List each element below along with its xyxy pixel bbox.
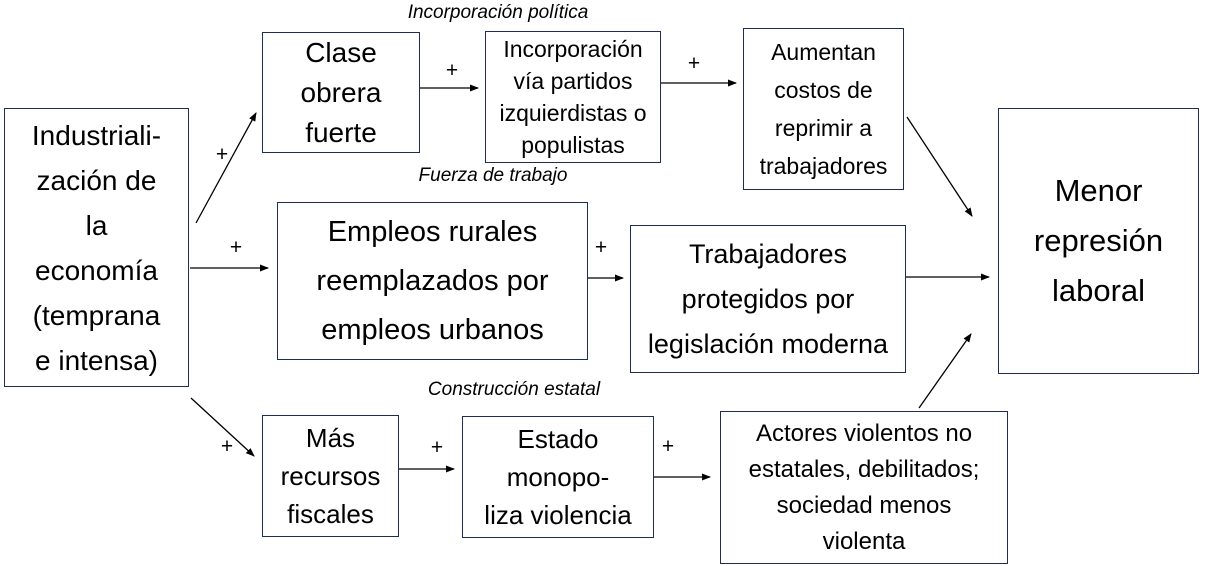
edge-sign-clase-incorporacion: + (445, 59, 459, 82)
node-menor-represion-laboral: Menor represión laboral (998, 108, 1199, 374)
edge-sign-empleos-trabajadores: + (594, 236, 608, 259)
node-label: Incorporación vía partidos izquierdistas… (499, 36, 647, 158)
edge-sign-industrializacion-mas: + (220, 435, 234, 458)
edge-sign-industrializacion-clase: + (215, 143, 229, 166)
node-label: Clase obrera fuerte (300, 36, 382, 148)
edge-sign-estado-actores: + (661, 435, 675, 458)
node-empleos-rurales-urbanos: Empleos rurales reemplazados por empleos… (277, 202, 588, 360)
node-label: Industriali- zación de la economía (temp… (31, 119, 162, 376)
edge-sign-incorporacion-aumentan: + (687, 52, 701, 75)
arrow-industrializacion-clase (195, 112, 257, 224)
arrow-aumentan-menor (906, 116, 973, 217)
node-label: Trabajadores protegidos por legislación … (647, 238, 889, 359)
node-label: Actores violentos no estatales, debilita… (748, 419, 980, 555)
node-clase-obrera-fuerte: Clase obrera fuerte (262, 32, 420, 153)
node-label: Más recursos fiscales (280, 423, 381, 529)
node-label: Estado monopo- liza violencia (484, 424, 632, 530)
pathway-label-fuerza-de-trabajo: Fuerza de trabajo (418, 165, 568, 186)
node-label: Menor represión laboral (1033, 173, 1164, 308)
node-aumentan-costos-reprimir: Aumentan costos de reprimir a trabajador… (743, 28, 904, 190)
node-actores-violentos-debilitados: Actores violentos no estatales, debilita… (720, 411, 1008, 564)
node-estado-monopoliza-violencia: Estado monopo- liza violencia (462, 416, 654, 538)
node-incorporacion-via-partidos: Incorporación vía partidos izquierdistas… (485, 31, 661, 163)
node-label: Aumentan costos de reprimir a trabajador… (759, 39, 888, 179)
node-mas-recursos-fiscales: Más recursos fiscales (262, 415, 399, 537)
pathway-label-construccion-estatal: Construcción estatal (427, 379, 601, 400)
node-label: Empleos rurales reemplazados por empleos… (316, 215, 549, 346)
pathway-label-incorporacion-politica: Incorporación política (407, 2, 589, 23)
edge-sign-industrializacion-empleos: + (229, 236, 243, 259)
node-industrializacion-economia: Industriali- zación de la economía (temp… (4, 108, 189, 387)
node-trabajadores-protegidos: Trabajadores protegidos por legislación … (630, 225, 906, 373)
edge-sign-mas-estado: + (430, 436, 444, 459)
arrow-actores-menor (918, 333, 972, 409)
